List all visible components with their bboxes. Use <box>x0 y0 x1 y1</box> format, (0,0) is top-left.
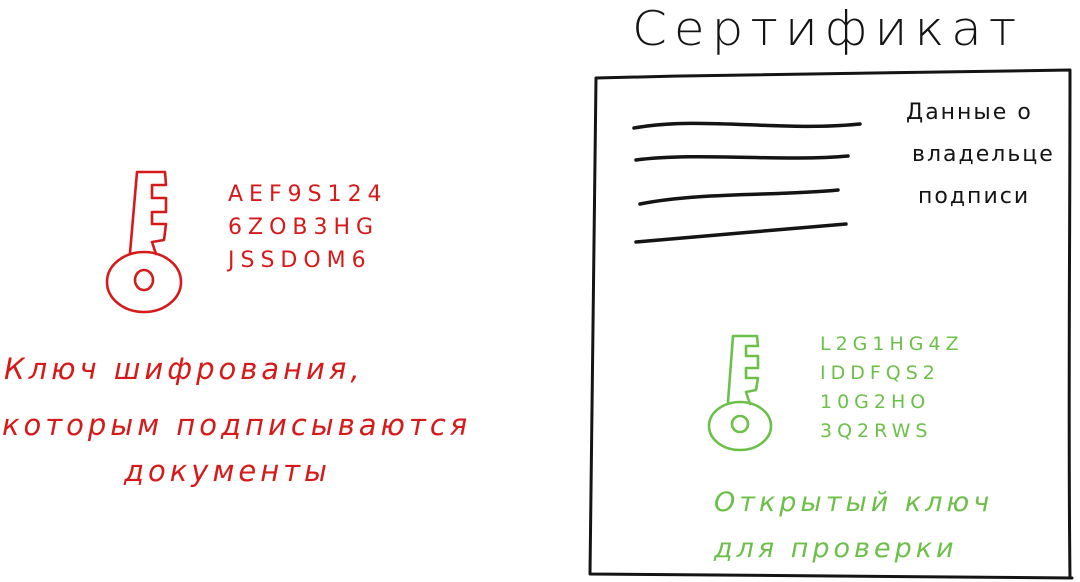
certificate-frame <box>588 68 1074 580</box>
private-key-caption-line-3: документы <box>124 454 331 488</box>
public-key-code-line-3: 10G2HO <box>820 391 931 413</box>
private-key-icon <box>105 170 183 314</box>
public-key-icon <box>707 334 773 452</box>
owner-data-line-1: Данные о <box>906 100 1033 125</box>
public-key-caption-line-1: Открытый ключ <box>714 487 994 518</box>
scribble-line-2 <box>634 154 850 162</box>
private-key-caption-line-1: Ключ шифрования, <box>4 352 364 386</box>
private-key-code: AEF9S124 6ZOB3HG JSSDOM6 <box>228 178 388 277</box>
owner-data-line-2: владельце <box>912 142 1055 167</box>
public-key-code-line-4: 3Q2RWS <box>820 420 933 442</box>
public-key-code-line-2: IDDFQS2 <box>820 362 940 384</box>
public-key-code: L2G1HG4Z IDDFQS2 10G2HO 3Q2RWS <box>820 330 964 446</box>
certificate-title: Сертификат <box>632 1 1024 57</box>
public-key-caption-line-2: для проверки <box>714 533 958 564</box>
text-scribble-lines <box>632 121 862 244</box>
public-key-code-line-1: L2G1HG4Z <box>820 333 964 355</box>
private-key-caption-line-2: которым подписываются <box>2 408 472 442</box>
private-key-code-line-3: JSSDOM6 <box>228 248 372 273</box>
private-key-code-line-2: 6ZOB3HG <box>228 215 380 240</box>
owner-data-line-3: подписи <box>918 184 1031 209</box>
scribble-line-4 <box>634 222 848 244</box>
private-key-code-line-1: AEF9S124 <box>228 182 388 207</box>
scribble-line-3 <box>638 188 840 206</box>
scribble-line-1 <box>632 121 862 130</box>
